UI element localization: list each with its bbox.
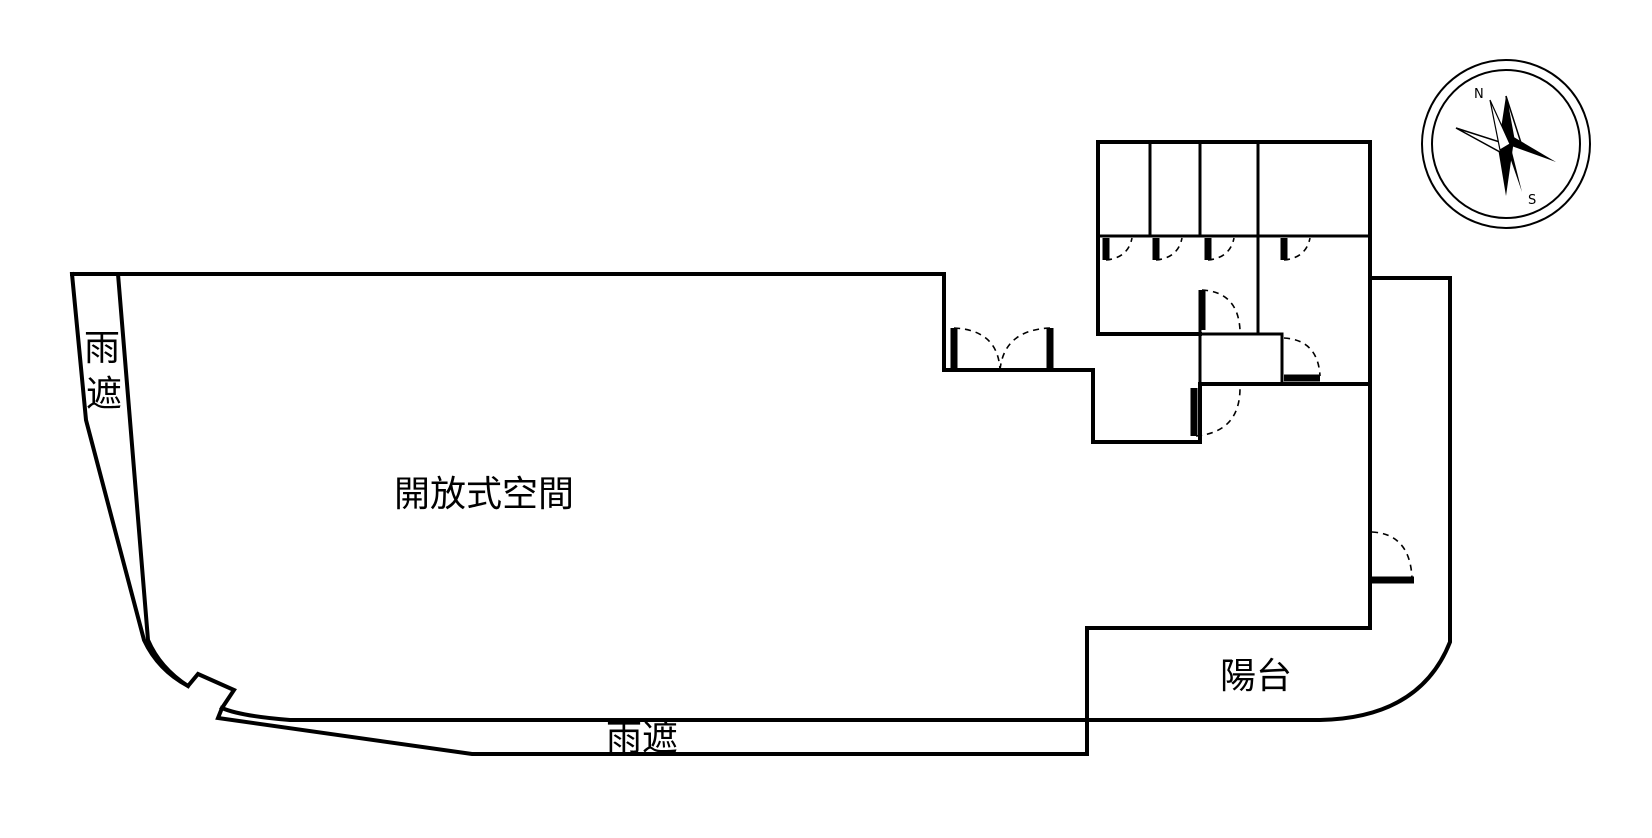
service-door-swing-3 [1207,237,1235,261]
corridor-door-swing [1201,289,1241,331]
bottom-canopy-wall [215,705,1089,756]
balcony-wall [1085,276,1452,722]
main-outline-wall [115,272,1372,722]
service-door-swing-1 [1105,237,1133,261]
service-partitions [1098,142,1370,384]
entrance-door-swing-right [999,327,1051,371]
service-door-swing-2 [1155,237,1183,261]
small-room-door-swing [1283,337,1321,377]
open-space-label: 開放式空間 [394,474,574,515]
bottom-canopy-label: 雨遮 [606,718,678,759]
service-exit-door-swing [1195,387,1241,437]
service-door-swing-4 [1283,237,1311,261]
compass-south: S [1528,193,1536,208]
compass-icon: N S [1421,59,1591,229]
left-canopy-label-2: 遮 [86,374,122,415]
balcony-door-swing [1371,531,1413,579]
entrance-door-swing-left [953,327,1001,371]
left-canopy-label-1: 雨 [84,328,120,369]
service-block-outer-wall [1096,140,1372,386]
balcony-label: 陽台 [1220,656,1292,697]
compass-north: N [1474,87,1484,102]
left-canopy-outer-wall [69,271,191,689]
